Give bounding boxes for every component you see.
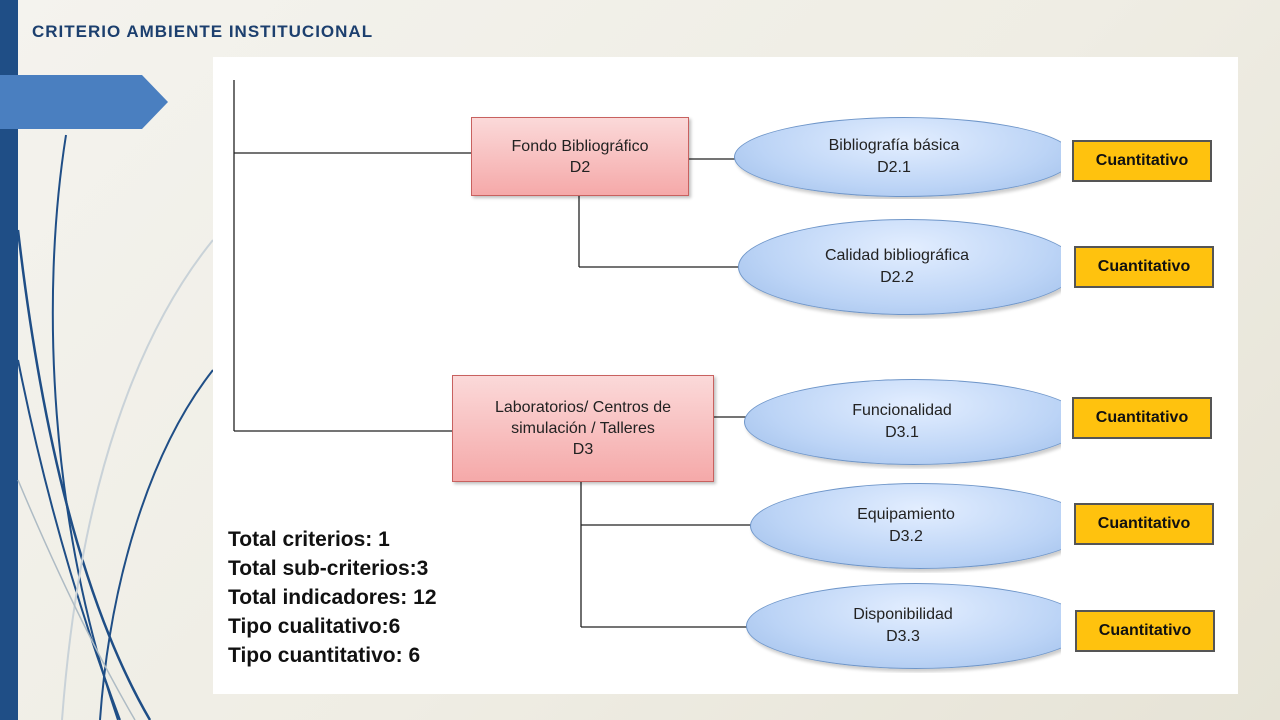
indicator-name: Disponibilidad [853, 606, 953, 623]
type-badge-d2-1: Cuantitativo [1072, 140, 1212, 182]
indicator-code: D3.3 [886, 628, 920, 645]
connector-lines [233, 80, 754, 628]
subcriterion-name-line1: Laboratorios/ Centros de [494, 399, 672, 416]
indicator-code: D2.2 [880, 269, 914, 286]
indicator-d3-2: Equipamiento D3.2 [749, 481, 1061, 573]
indicator-name: Calidad bibliográfica [824, 247, 970, 264]
arrow-tab [0, 75, 168, 129]
indicator-code: D2.1 [877, 159, 911, 176]
indicator-code: D3.1 [885, 424, 919, 441]
indicator-name: Funcionalidad [852, 402, 952, 419]
type-badge-d3-3: Cuantitativo [1075, 610, 1215, 652]
left-accent-bar [0, 0, 18, 720]
diagram-panel: Fondo Bibliográfico D2 Laboratorios/ Cen… [213, 57, 1238, 694]
slide-title: CRITERIO AMBIENTE INSTITUCIONAL [32, 22, 374, 41]
totals-summary: Total criterios: 1 Total sub-criterios:3… [228, 525, 437, 670]
indicator-d2-2: Calidad bibliográfica D2.2 [737, 217, 1061, 319]
indicator-d2-1: Bibliografía básica D2.1 [733, 115, 1061, 199]
subcriterion-name-line2: simulación / Talleres [511, 420, 655, 437]
subcriterion-code: D3 [572, 441, 594, 458]
indicator-name: Equipamiento [857, 506, 955, 523]
indicator-d3-3: Disponibilidad D3.3 [745, 581, 1061, 673]
subcriterion-name: Fondo Bibliográfico [511, 137, 649, 155]
type-badge-d3-2: Cuantitativo [1074, 503, 1214, 545]
type-badge-d3-1: Cuantitativo [1072, 397, 1212, 439]
indicator-name: Bibliografía básica [828, 137, 960, 154]
type-badge-d2-2: Cuantitativo [1074, 246, 1214, 288]
total-criterios: Total criterios: 1 [228, 528, 390, 551]
tipo-cualitativo: Tipo cualitativo:6 [228, 615, 401, 638]
subcriterion-code: D2 [569, 158, 591, 176]
subcriterion-fondo-bibliografico: Fondo Bibliográfico D2 [471, 117, 689, 196]
subcriterion-laboratorios: Laboratorios/ Centros de simulación / Ta… [452, 375, 714, 482]
tipo-cuantitativo: Tipo cuantitativo: 6 [228, 644, 421, 667]
total-indicadores: Total indicadores: 12 [228, 586, 437, 609]
indicator-code: D3.2 [889, 528, 923, 545]
decorative-curves [16, 134, 214, 720]
indicator-d3-1: Funcionalidad D3.1 [743, 377, 1061, 469]
total-subcriterios: Total sub-criterios:3 [228, 557, 429, 580]
